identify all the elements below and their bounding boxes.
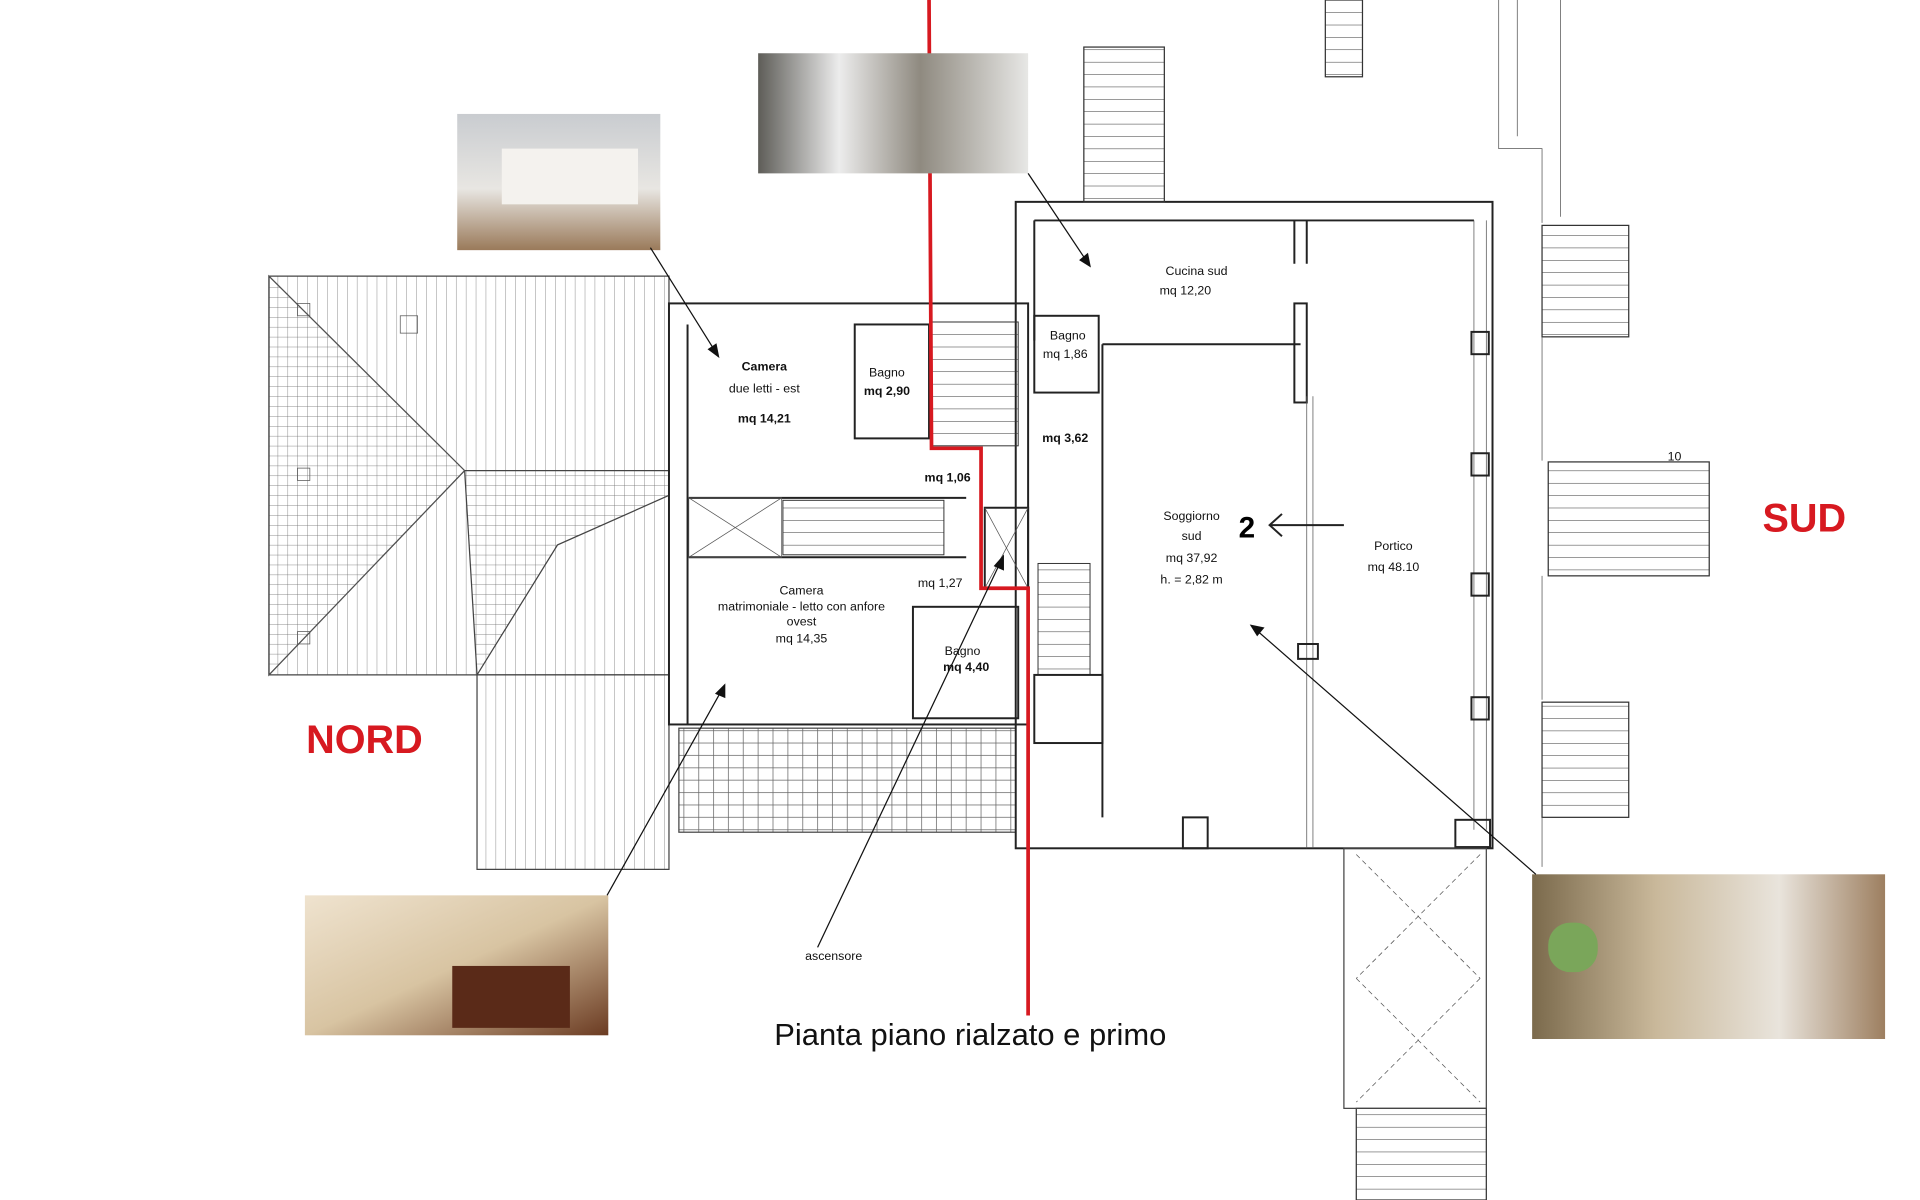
room-sub: due letti - est [729, 382, 800, 396]
room-name: Cucina sud [1166, 264, 1228, 278]
elevator-label: ascensore [805, 949, 862, 963]
dimension-label: 10 [1668, 450, 1682, 464]
room-area: mq 48.10 [1368, 560, 1420, 574]
room-sub: ovest [787, 614, 817, 628]
section-mark: 2 [1239, 511, 1256, 544]
roof-plan [268, 274, 670, 870]
room-area: mq 14,35 [776, 632, 828, 646]
room-name: Portico [1374, 539, 1413, 553]
hall-area: mq 1,06 [925, 471, 971, 485]
kitchen-photo [758, 53, 1029, 174]
room-area: mq 12,20 [1160, 284, 1212, 298]
room-area: mq 37,92 [1166, 551, 1218, 565]
building-walls [667, 200, 1494, 850]
room-labels: Camera due letti - est mq 14,21 Bagno mq… [718, 264, 1419, 674]
photos [304, 53, 1886, 1040]
external-stairs: 10 [1083, 0, 1710, 1200]
room-area: mq 2,90 [864, 384, 910, 398]
hall-area: mq 1,27 [918, 576, 963, 590]
pointer-arrows [606, 173, 1537, 948]
north-label: NORD [306, 718, 423, 762]
room-name: Soggiorno [1163, 509, 1220, 523]
hall-area: mq 3,62 [1042, 431, 1088, 445]
room-name: Bagno [945, 644, 981, 658]
plan-title: Pianta piano rialzato e primo [774, 1017, 1166, 1052]
south-label: SUD [1762, 496, 1846, 540]
section-line [927, 0, 1030, 1016]
room-height: h. = 2,82 m [1160, 572, 1222, 586]
room-name: Bagno [1050, 328, 1086, 342]
room-name: Bagno [869, 365, 905, 379]
room-area: mq 14,21 [738, 411, 791, 425]
section-arrow-icon [1268, 513, 1344, 537]
room-name: Camera [779, 583, 823, 597]
room-sub: matrimoniale - letto con anfore [718, 600, 885, 614]
room-area: mq 1,86 [1043, 347, 1088, 361]
tiled-terrace [678, 727, 1017, 833]
room-sub: sud [1182, 529, 1202, 543]
room-area: mq 4,40 [943, 660, 989, 674]
room-name: Camera [742, 359, 788, 373]
